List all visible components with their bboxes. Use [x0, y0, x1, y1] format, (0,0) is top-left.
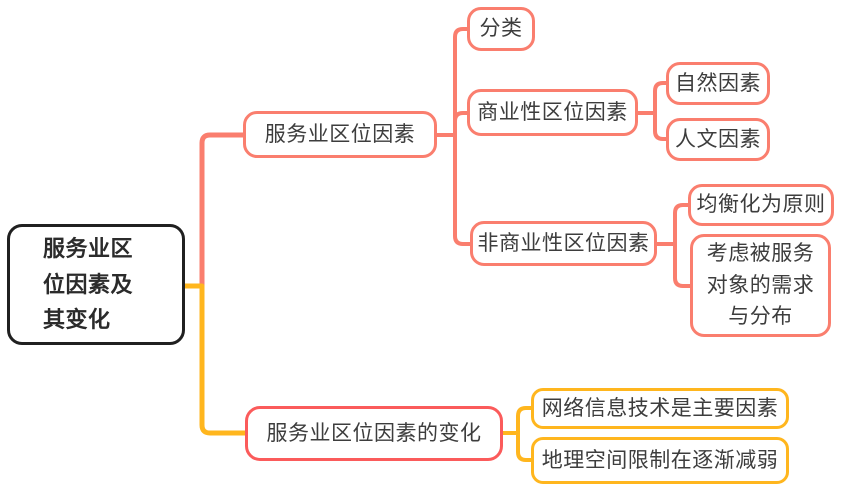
node-natural-factors[interactable]: 自然因素	[666, 62, 770, 105]
node-service-demand-distribution[interactable]: 考虑被服务 对象的需求 与分布	[690, 234, 831, 337]
node-network-tech-main-factor[interactable]: 网络信息技术是主要因素	[531, 388, 789, 429]
node-noncommercial-factors[interactable]: 非商业性区位因素	[470, 221, 657, 266]
node-human-factors[interactable]: 人文因素	[666, 118, 770, 161]
connector-branch2	[182, 283, 533, 462]
node-balance-principle[interactable]: 均衡化为原则	[688, 184, 834, 226]
node-commercial-factors[interactable]: 商业性区位因素	[467, 89, 638, 136]
root-node[interactable]: 服务业区 位因素及 其变化	[7, 224, 185, 345]
node-classification[interactable]: 分类	[467, 7, 535, 51]
connector-branch1	[199, 27, 692, 289]
node-geographic-limits-weakening[interactable]: 地理空间限制在逐渐减弱	[531, 437, 789, 484]
node-service-location-factors[interactable]: 服务业区位因素	[243, 111, 437, 158]
node-factor-changes[interactable]: 服务业区位因素的变化	[245, 406, 503, 461]
